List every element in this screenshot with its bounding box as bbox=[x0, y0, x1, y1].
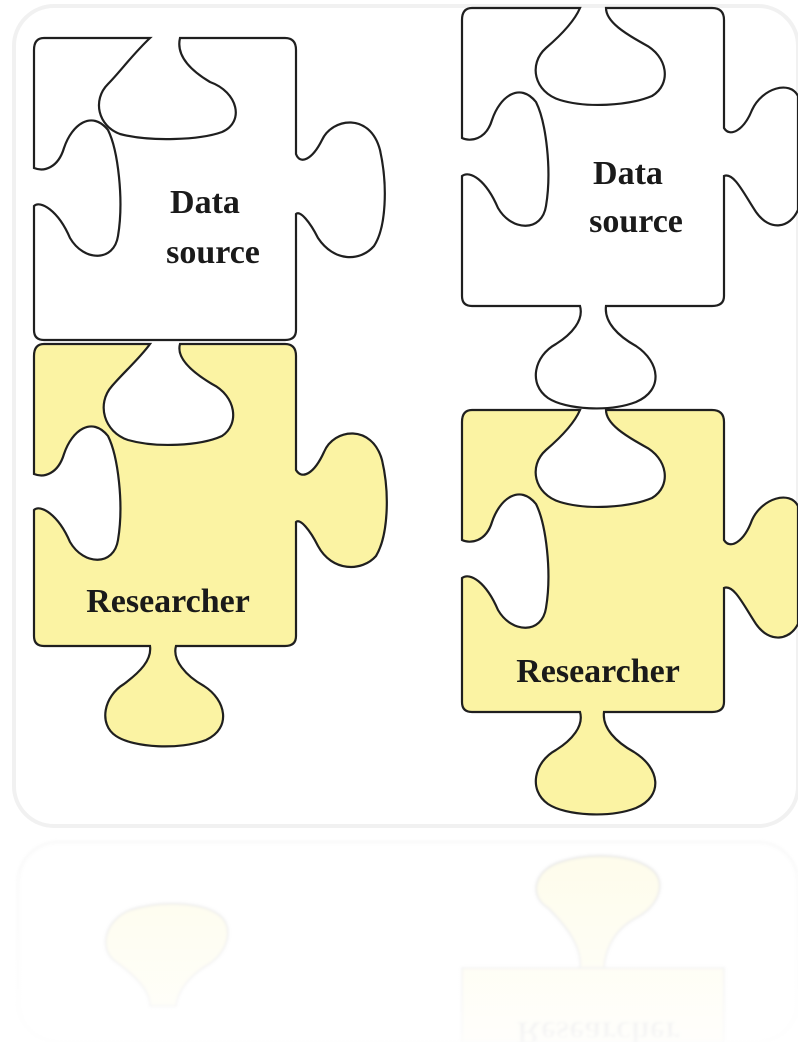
left-data-source-label-line1: Data bbox=[170, 184, 240, 221]
left-researcher-piece: Researcher bbox=[32, 342, 388, 748]
right-researcher-label: Researcher bbox=[516, 653, 680, 690]
left-researcher-shape bbox=[32, 342, 388, 748]
reflection-fade bbox=[0, 842, 798, 1042]
right-researcher-piece: Researcher bbox=[460, 408, 798, 816]
left-data-source-label-line2: source bbox=[166, 234, 260, 271]
left-data-source-piece: Data source bbox=[32, 36, 386, 342]
right-data-source-label-line1: Data bbox=[593, 155, 663, 192]
right-data-source-label-line2: source bbox=[589, 203, 683, 240]
right-researcher-shape bbox=[460, 408, 798, 816]
right-data-source-piece: Data source bbox=[460, 6, 798, 410]
right-data-source-shape bbox=[460, 6, 798, 410]
left-researcher-label: Researcher bbox=[86, 583, 250, 620]
left-data-source-shape bbox=[32, 36, 386, 342]
